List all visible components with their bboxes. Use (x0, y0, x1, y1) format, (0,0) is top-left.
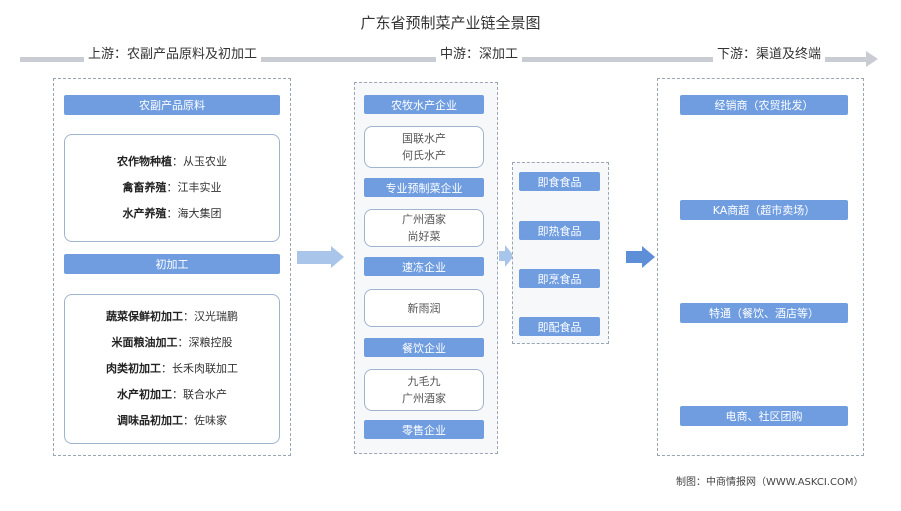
source-credit: 制图：中商情报网（WWW.ASKCI.COM） (676, 477, 864, 488)
upstream-processing-item: 米面粮油加工：深粮控股 (111, 336, 233, 349)
upstream-processing-item: 肉类初加工：长禾肉联加工 (106, 362, 238, 375)
upstream-processing-item: 水产初加工：联合水产 (117, 388, 227, 401)
company-name: 尚好菜 (407, 230, 441, 243)
flow-arrow-head-2 (505, 245, 514, 267)
company-name: 何氏水产 (402, 149, 446, 162)
company-name: 新雨润 (407, 301, 441, 315)
mid-companies-prepared-food: 广州酒家 尚好菜 (364, 209, 484, 247)
stage-arrow-head (866, 51, 878, 67)
upstream-header-primary-processing: 初加工 (64, 254, 280, 274)
upstream-panel (53, 78, 291, 456)
flow-arrow-companies-to-products (499, 251, 505, 261)
flow-arrow-head-1 (331, 246, 344, 268)
mid-companies-catering: 九毛九 广州酒家 (364, 369, 484, 411)
upstream-raw-item: 农作物种植：从玉农业 (117, 155, 227, 168)
diagram-title: 广东省预制菜产业链全景图 (360, 14, 541, 32)
product-ready-to-cook: 即烹食品 (519, 269, 600, 288)
flow-arrow-midstream-to-downstream (626, 251, 642, 263)
company-name: 广州酒家 (402, 392, 446, 405)
company-name: 广州酒家 (402, 213, 446, 226)
upstream-raw-item: 禽畜养殖：江丰实业 (122, 181, 222, 194)
mid-category-frozen: 速冻企业 (364, 257, 484, 276)
mid-companies-frozen: 新雨润 (364, 289, 484, 327)
channel-ka-supermarket: KA商超（超市卖场） (680, 200, 848, 220)
upstream-raw-item: 水产养殖：海大集团 (122, 207, 222, 220)
channel-special-catering: 特通（餐饮、酒店等） (680, 303, 848, 323)
channel-distributor: 经销商（农贸批发） (680, 95, 848, 115)
channel-ecommerce: 电商、社区团购 (680, 406, 848, 426)
upstream-header-raw-materials: 农副产品原料 (64, 95, 280, 115)
product-ready-to-assemble: 即配食品 (519, 317, 600, 336)
mid-category-catering: 餐饮企业 (364, 338, 484, 357)
stage-label-downstream: 下游：渠道及终端 (713, 43, 826, 62)
upstream-processing-item: 调味品初加工：佐味家 (117, 414, 227, 427)
upstream-group-processing: 蔬菜保鲜初加工：汉光瑞鹏 米面粮油加工：深粮控股 肉类初加工：长禾肉联加工 水产… (64, 294, 280, 444)
mid-category-aquaculture: 农牧水产企业 (364, 95, 484, 114)
stage-label-midstream: 中游：深加工 (436, 43, 523, 62)
midstream-products-panel (512, 162, 609, 344)
flow-arrow-upstream-to-midstream (297, 251, 331, 264)
upstream-group-raw: 农作物种植：从玉农业 禽畜养殖：江丰实业 水产养殖：海大集团 (64, 134, 280, 242)
product-ready-to-heat: 即热食品 (519, 221, 600, 240)
flow-arrow-head-3 (642, 246, 655, 268)
product-ready-to-eat: 即食食品 (519, 172, 600, 191)
mid-category-prepared-food: 专业预制菜企业 (364, 178, 484, 197)
stage-label-upstream: 上游：农副产品原料及初加工 (84, 43, 262, 62)
company-name: 九毛九 (407, 375, 441, 388)
mid-category-retail: 零售企业 (364, 420, 484, 439)
downstream-panel (657, 78, 864, 456)
company-name: 国联水产 (402, 132, 446, 145)
mid-companies-aquaculture: 国联水产 何氏水产 (364, 126, 484, 168)
upstream-processing-item: 蔬菜保鲜初加工：汉光瑞鹏 (106, 310, 238, 323)
